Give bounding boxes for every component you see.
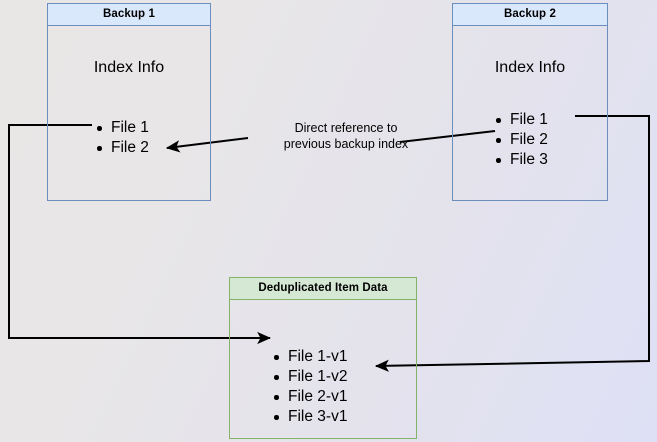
node-backup2-file-list: File 1 File 2 File 3 — [494, 110, 548, 170]
node-backup2[interactable]: Backup 2 Index Info File 1 File 2 File 3 — [452, 3, 608, 201]
node-backup1-file-list: File 1 File 2 — [95, 118, 149, 158]
node-backup1-title: Backup 1 — [48, 4, 210, 26]
connector-label-direct-reference: Direct reference to previous backup inde… — [283, 121, 409, 151]
list-item: File 2-v1 — [272, 387, 347, 407]
list-item: File 3 — [494, 150, 548, 170]
node-deduplicated-item-data-body: File 1-v1 File 1-v2 File 2-v1 File 3-v1 — [230, 300, 416, 438]
list-item: File 1 — [95, 118, 149, 138]
list-item: File 1-v1 — [272, 347, 347, 367]
node-deduplicated-item-data[interactable]: Deduplicated Item Data File 1-v1 File 1-… — [229, 277, 417, 439]
node-deduplicated-item-data-title: Deduplicated Item Data — [230, 278, 416, 300]
list-item: File 2 — [494, 130, 548, 150]
node-deduplicated-item-data-file-list: File 1-v1 File 1-v2 File 2-v1 File 3-v1 — [272, 347, 347, 427]
node-backup1-section-label: Index Info — [93, 59, 165, 76]
list-item: File 3-v1 — [272, 407, 347, 427]
node-backup1[interactable]: Backup 1 Index Info File 1 File 2 — [47, 3, 211, 201]
list-item: File 2 — [95, 138, 149, 158]
node-backup2-title: Backup 2 — [453, 4, 607, 26]
node-backup2-body: Index Info File 1 File 2 File 3 — [453, 26, 607, 200]
node-backup1-body: Index Info File 1 File 2 — [48, 26, 210, 200]
node-backup2-section-label: Index Info — [494, 59, 566, 76]
list-item: File 1-v2 — [272, 367, 347, 387]
list-item: File 1 — [494, 110, 548, 130]
